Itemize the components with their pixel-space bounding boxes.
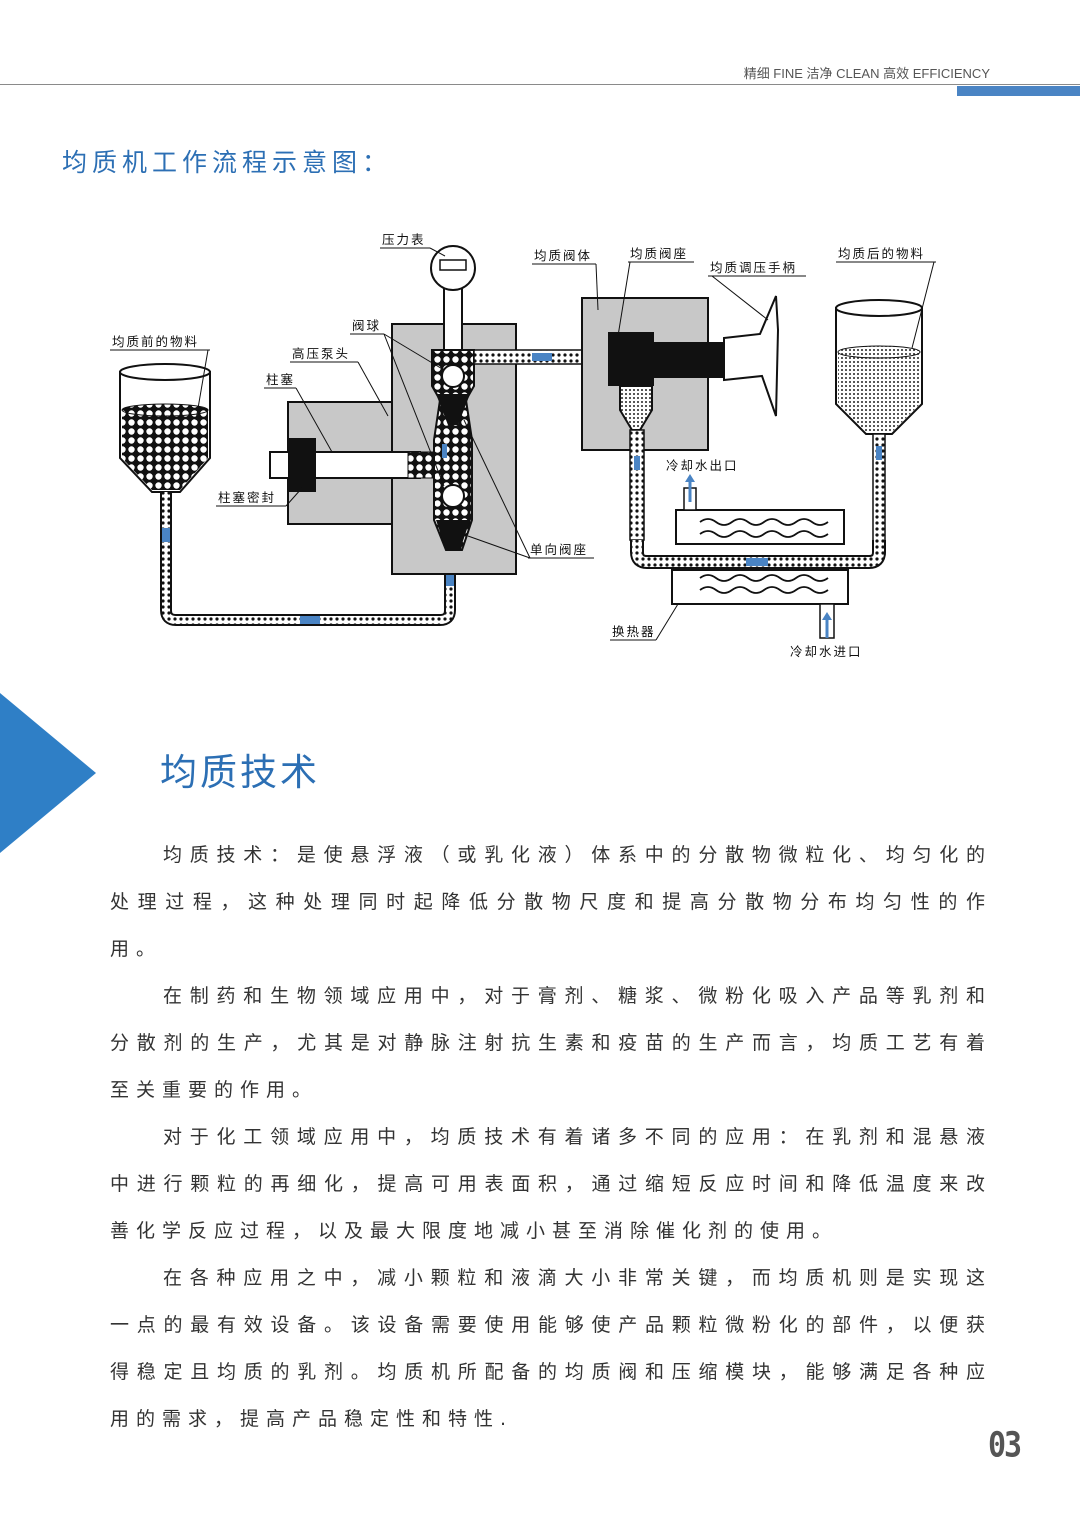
paragraph-2: 在制药和生物领域应用中，对于膏剂、糖浆、微粉化吸入产品等乳剂和分散剂的生产，尤其…: [110, 985, 992, 1101]
label-pump-head: 高压泵头: [292, 346, 350, 361]
label-pressure-handle: 均质调压手柄: [710, 260, 797, 275]
label-valve-body: 均质阀体: [534, 248, 592, 263]
valve-body: [581, 297, 724, 541]
diagram-title: 均质机工作流程示意图：: [62, 148, 393, 177]
label-cooling-in: 冷却水进口: [790, 644, 863, 659]
inlet-container: [119, 363, 211, 493]
paragraph-1: 均质技术：是使悬浮液（或乳化液）体系中的分散物微粒化、均匀化的处理过程，这种处理…: [110, 844, 992, 960]
label-heat-exchanger: 换热器: [612, 624, 656, 639]
header-tagline: 精细 FINE 洁净 CLEAN 高效 EFFICIENCY: [743, 66, 990, 81]
paragraph-3: 对于化工领域应用中，均质技术有着诸多不同的应用：在乳剂和混悬液中进行颗粒的再细化…: [110, 1126, 992, 1242]
label-material-before: 均质前的物料: [112, 334, 199, 349]
section-title: 均质技术: [160, 751, 320, 794]
section-marker-triangle: [0, 693, 96, 853]
pressure-handle: [723, 295, 780, 417]
header-divider: [0, 84, 1080, 85]
paragraph-4: 在各种应用之中，减小颗粒和液滴大小非常关键，而均质机则是实现这一点的最有效设备。…: [110, 1267, 992, 1430]
homogenizer-flow-diagram: 压力表 均质阀体 均质阀座 均质调压手柄 均质后的物料 阀球 高压泵头 均质前的…: [110, 232, 936, 659]
label-plunger: 柱塞: [266, 372, 295, 387]
label-valve-ball: 阀球: [352, 318, 381, 333]
label-valve-seat: 均质阀座: [630, 246, 688, 261]
valve-channel: [431, 349, 475, 551]
page-number: 03: [988, 1425, 1022, 1466]
label-pressure-gauge: 压力表: [382, 232, 426, 247]
label-material-after: 均质后的物料: [838, 246, 925, 261]
label-plunger-seal: 柱塞密封: [218, 490, 276, 505]
heat-exchanger: [630, 474, 886, 639]
diagram-labels: 压力表 均质阀体 均质阀座 均质调压手柄 均质后的物料 阀球 高压泵头 均质前的…: [110, 232, 936, 659]
header-accent-bar: [957, 86, 1080, 96]
inlet-pipe: [160, 492, 456, 626]
label-cooling-out: 冷却水出口: [666, 458, 739, 473]
pressure-gauge: [430, 245, 476, 351]
body-text: 均质技术：是使悬浮液（或乳化液）体系中的分散物微粒化、均匀化的处理过程，这种处理…: [110, 832, 992, 1443]
outlet-container: [835, 299, 923, 555]
label-check-seat: 单向阀座: [530, 542, 588, 557]
